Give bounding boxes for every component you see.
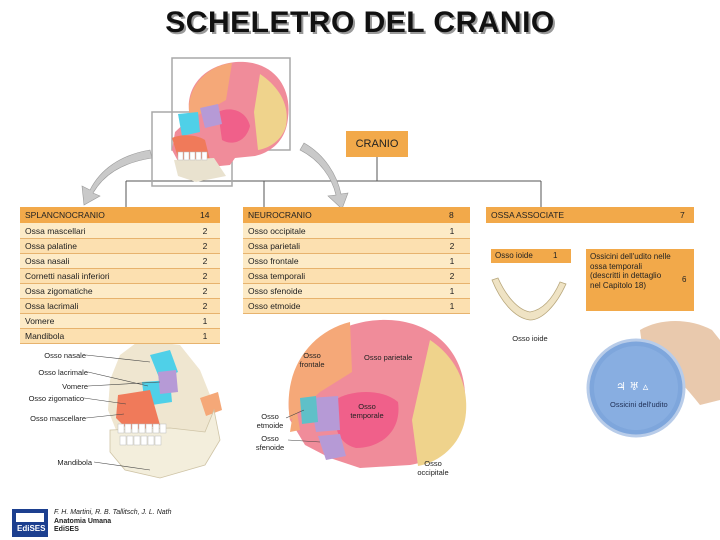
row-count: 2 xyxy=(198,269,212,283)
arrow-left xyxy=(82,150,152,205)
ossicini-disc-caption: Ossicini dell'udito xyxy=(610,400,680,409)
label-osso-etmoide: Osso etmoide xyxy=(250,412,290,430)
credits-book: Anatomia Umana xyxy=(54,518,171,527)
osso-ioide-caption: Osso ioide xyxy=(500,334,560,343)
row-name: Ossa mascellari xyxy=(25,224,85,238)
logo-text: EdiSES xyxy=(17,524,45,533)
row-count: 2 xyxy=(445,269,459,283)
label-osso-sfenoide: Osso sfenoide xyxy=(250,434,290,452)
row-count: 2 xyxy=(198,284,212,298)
row-name: Ossa lacrimali xyxy=(25,299,78,313)
label-mandibola: Mandibola xyxy=(20,458,92,467)
row-name: Ossa temporali xyxy=(248,269,305,283)
table-row: Ossa temporali 2 xyxy=(243,269,470,284)
splancnocranio-header: SPLANCNOCRANIO 14 xyxy=(20,207,220,223)
book-credits: F. H. Martini, R. B. Tallitsch, J. L. Na… xyxy=(54,509,171,535)
row-name: Mandibola xyxy=(25,329,64,343)
row-name: Ossa parietali xyxy=(248,239,300,253)
label-osso-frontale: Osso frontale xyxy=(292,351,332,369)
table-row: Vomere 1 xyxy=(20,314,220,329)
label-osso-lacrimale: Osso lacrimale xyxy=(20,368,88,377)
table-row: Osso etmoide 1 xyxy=(243,299,470,314)
row-count: 2 xyxy=(198,254,212,268)
table-row: Ossa parietali 2 xyxy=(243,239,470,254)
row-name: Osso etmoide xyxy=(248,299,300,313)
splancnocranio-count: 14 xyxy=(200,207,209,223)
label-osso-parietale: Osso parietale xyxy=(364,353,444,362)
row-count: 1 xyxy=(445,224,459,238)
skull-thumbnail xyxy=(152,58,290,186)
ossicini-udito-name: Ossicini dell'udito nelle ossa temporali… xyxy=(590,252,674,290)
table-row: Mandibola 1 xyxy=(20,329,220,344)
ossicini-udito-box: Ossicini dell'udito nelle ossa temporali… xyxy=(586,249,694,311)
table-row: Osso occipitale 1 xyxy=(243,224,470,239)
svg-text:♃ ♅ ▵: ♃ ♅ ▵ xyxy=(616,380,649,393)
row-count: 1 xyxy=(445,254,459,268)
row-name: Osso frontale xyxy=(248,254,299,268)
row-count: 1 xyxy=(198,314,212,328)
neurocranio-title: NEUROCRANIO xyxy=(248,207,312,223)
row-name: Ossa palatine xyxy=(25,239,77,253)
label-osso-occipitale: Osso occipitale xyxy=(408,459,458,477)
row-name: Ossa nasali xyxy=(25,254,69,268)
row-count: 1 xyxy=(445,284,459,298)
row-count: 1 xyxy=(445,299,459,313)
row-name: Osso sfenoide xyxy=(248,284,302,298)
osso-ioide-count: 1 xyxy=(553,251,557,260)
ossa-associate-count: 7 xyxy=(680,207,685,223)
row-name: Osso occipitale xyxy=(248,224,306,238)
cranio-node: CRANIO xyxy=(346,131,408,157)
hyoid-bone xyxy=(492,278,566,320)
splancnocranio-title: SPLANCNOCRANIO xyxy=(25,207,105,223)
label-osso-zigomatico: Osso zigomatico xyxy=(18,394,84,403)
row-count: 1 xyxy=(198,329,212,343)
table-row: Ossa palatine 2 xyxy=(20,239,220,254)
neurocranio-header: NEUROCRANIO 8 xyxy=(243,207,470,223)
row-count: 2 xyxy=(198,224,212,238)
table-row: Ossa lacrimali 2 xyxy=(20,299,220,314)
table-row: Cornetti nasali inferiori 2 xyxy=(20,269,220,284)
hand-with-disc: ♃ ♅ ▵ xyxy=(588,321,720,436)
table-row: Ossa zigomatiche 2 xyxy=(20,284,220,299)
credits-authors: F. H. Martini, R. B. Tallitsch, J. L. Na… xyxy=(54,509,171,518)
neurocranio-figure xyxy=(286,320,466,468)
table-row: Osso sfenoide 1 xyxy=(243,284,470,299)
ossicini-udito-count: 6 xyxy=(682,275,686,284)
osso-ioide-box: Osso ioide 1 xyxy=(491,249,571,263)
row-count: 2 xyxy=(198,239,212,253)
table-row: Ossa nasali 2 xyxy=(20,254,220,269)
credits-publisher: EdiSES xyxy=(54,526,171,535)
neurocranio-count: 8 xyxy=(449,207,454,223)
table-row: Osso frontale 1 xyxy=(243,254,470,269)
osso-ioide-name: Osso ioide xyxy=(495,251,533,260)
row-count: 2 xyxy=(445,239,459,253)
label-vomere: Vomere xyxy=(20,382,88,391)
row-count: 2 xyxy=(198,299,212,313)
label-osso-mascellare: Osso mascellare xyxy=(18,414,86,423)
row-name: Cornetti nasali inferiori xyxy=(25,269,110,283)
row-name: Vomere xyxy=(25,314,54,328)
label-osso-nasale: Osso nasale xyxy=(20,351,86,360)
ossa-associate-title: OSSA ASSOCIATE xyxy=(491,207,564,223)
arrow-right xyxy=(300,143,348,209)
ossa-associate-header: OSSA ASSOCIATE 7 xyxy=(486,207,694,223)
splancnocranio-figure xyxy=(84,340,222,478)
label-osso-temporale: Osso temporale xyxy=(342,402,392,420)
row-name: Ossa zigomatiche xyxy=(25,284,93,298)
table-row: Ossa mascellari 2 xyxy=(20,224,220,239)
